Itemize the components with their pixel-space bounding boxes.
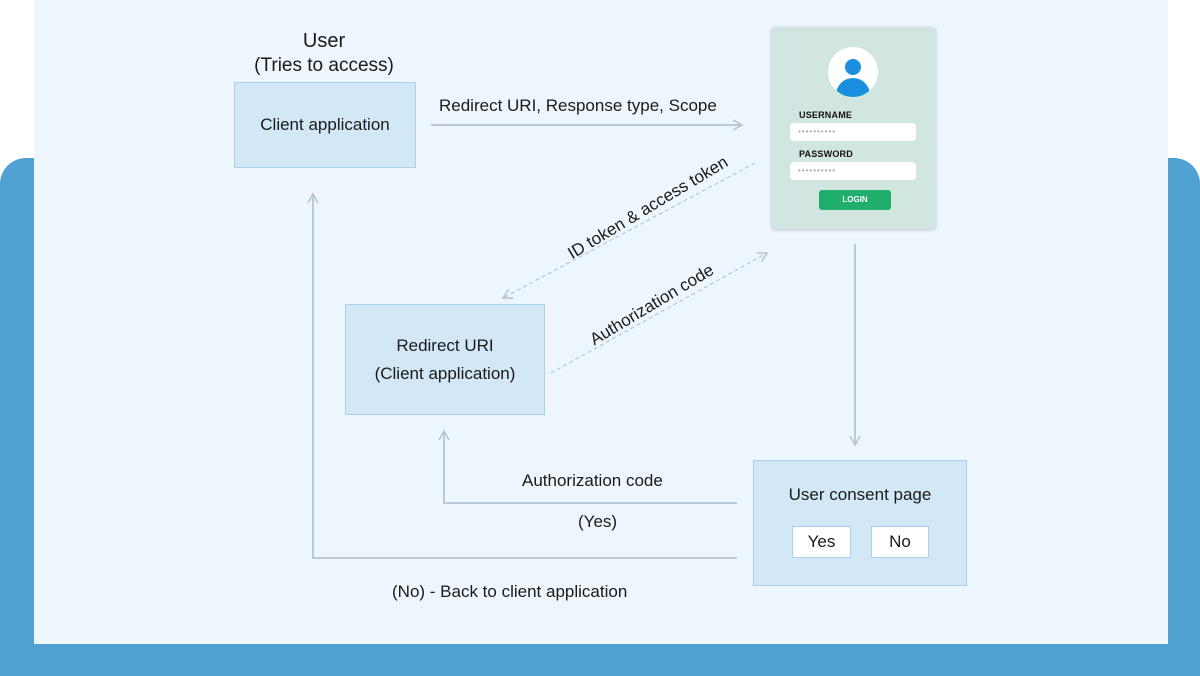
username-field[interactable]: •••••••••• [790, 123, 916, 141]
authorization-code-label: Authorization code [522, 471, 663, 490]
password-field[interactable]: •••••••••• [790, 162, 916, 180]
login-button[interactable]: LOGIN [819, 190, 891, 210]
user-subtitle: (Tries to access) [254, 55, 394, 76]
username-label: USERNAME [799, 110, 853, 120]
yes-note: (Yes) [578, 512, 618, 531]
password-label: PASSWORD [799, 149, 853, 159]
user-consent-box: User consent page [753, 460, 967, 586]
client-application-label: Client application [260, 115, 390, 134]
arrow-auth-code-diagonal [550, 252, 769, 374]
arrow-id-token [501, 162, 756, 299]
redirect-uri-sublabel: (Client application) [374, 363, 516, 383]
yes-button[interactable]: Yes [792, 526, 851, 558]
arrow-consent-no [307, 192, 737, 559]
redirect-request-label: Redirect URI, Response type, Scope [439, 96, 717, 115]
diagram-panel [34, 0, 1168, 644]
redirect-uri-label: Redirect URI [396, 335, 494, 355]
redirect-uri-box: Redirect URI (Client application) [345, 304, 545, 415]
user-title: User [302, 30, 346, 52]
user-consent-title: User consent page [788, 485, 932, 504]
client-application-box: Client application [234, 82, 416, 168]
login-card: USERNAME •••••••••• PASSWORD •••••••••• … [771, 27, 936, 229]
arrow-consent-yes [438, 429, 737, 504]
user-avatar-icon [828, 47, 878, 97]
no-back-label: (No) - Back to client application [392, 582, 628, 601]
no-button[interactable]: No [871, 526, 929, 558]
